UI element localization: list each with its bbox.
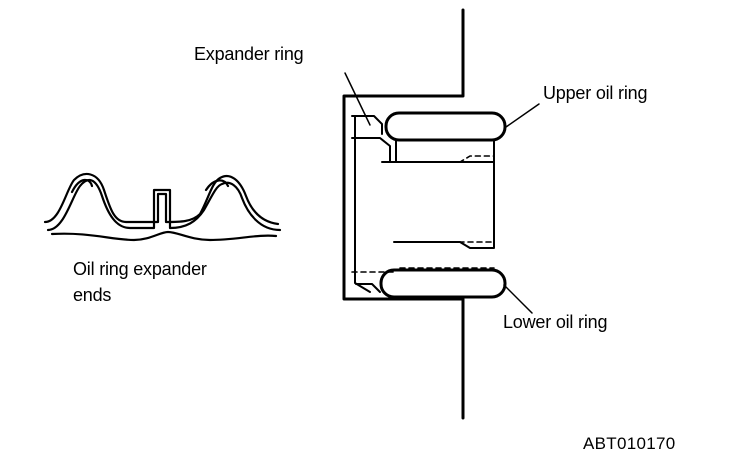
upper-oil-ring — [384, 111, 507, 142]
groove-inner-wall — [354, 115, 371, 293]
figure-code: ABT010170 — [583, 434, 676, 453]
leader-expander-ring — [344, 72, 371, 126]
lower-oil-ring-label: Lower oil ring — [503, 312, 608, 332]
expander-ring-lower-step — [355, 283, 381, 293]
lower-oil-ring — [379, 268, 507, 299]
expander-ends-label-line2: ends — [73, 285, 112, 305]
leader-lower-oil-ring — [503, 284, 533, 314]
expander-ring-label: Expander ring — [194, 44, 304, 64]
expander-ring-dashed-edge — [351, 155, 495, 273]
piston-groove-profile — [342, 8, 465, 420]
expander-ends-label-line1: Oil ring expander — [73, 259, 207, 279]
leader-upper-oil-ring — [505, 103, 540, 128]
upper-oil-ring-label: Upper oil ring — [543, 83, 648, 103]
expander-ends-sketch — [43, 172, 282, 242]
